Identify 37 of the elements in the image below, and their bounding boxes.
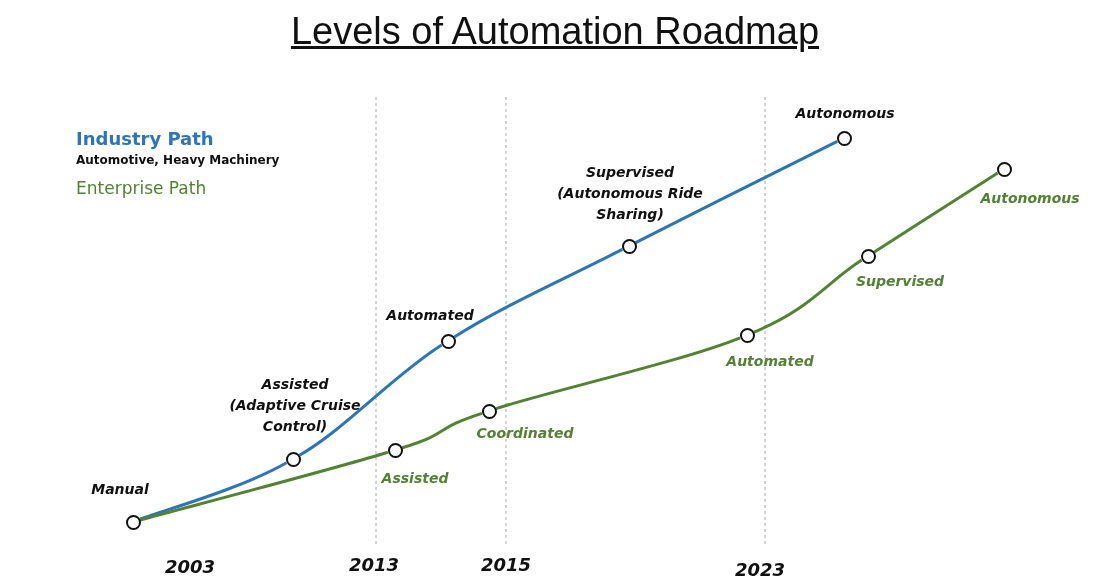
stage-label: Automated	[724, 352, 815, 371]
path-line	[401, 411, 483, 450]
milestone-circle	[621, 238, 637, 254]
milestone-circle	[285, 451, 301, 467]
stage-label: Assisted	[380, 469, 450, 488]
path-line	[298, 343, 443, 457]
path-line	[635, 140, 838, 244]
year-label: 2023	[735, 559, 786, 580]
stage-label: Supervised	[854, 272, 946, 291]
milestone-circle	[860, 248, 876, 264]
stage-label: Autonomous	[979, 189, 1081, 208]
path-line	[139, 461, 288, 521]
stage-label: Automated	[384, 306, 475, 325]
path-line	[753, 258, 863, 334]
milestone-circle	[836, 130, 852, 146]
path-line	[495, 336, 741, 411]
year-label: 2003	[165, 556, 216, 577]
year-label: 2015	[481, 554, 532, 575]
title: Levels of Automation Roadmap	[289, 10, 821, 53]
milestone-circle	[996, 161, 1012, 177]
stage-label: Coordinated	[475, 424, 575, 443]
legend-entry: Industry Path	[76, 128, 214, 149]
stage-label: Manual	[90, 480, 150, 499]
milestone-circle	[125, 514, 141, 530]
stage-label: Assisted (Adaptive Cruise Control)	[228, 375, 362, 436]
stage-label: Supervised (Autonomous Ride Sharing)	[556, 163, 704, 224]
legend-entry: Enterprise Path	[76, 178, 207, 198]
year-label: 2013	[349, 554, 400, 575]
path-line	[453, 248, 623, 339]
milestone-circle	[387, 442, 403, 458]
milestone-circle	[481, 403, 497, 419]
path-line	[873, 171, 999, 254]
milestone-circle	[440, 333, 456, 349]
legend-note: Automotive, Heavy Machinery	[76, 153, 280, 167]
path-line	[139, 450, 389, 522]
stage-label: Autonomous	[794, 104, 896, 123]
milestone-circle	[739, 327, 755, 343]
